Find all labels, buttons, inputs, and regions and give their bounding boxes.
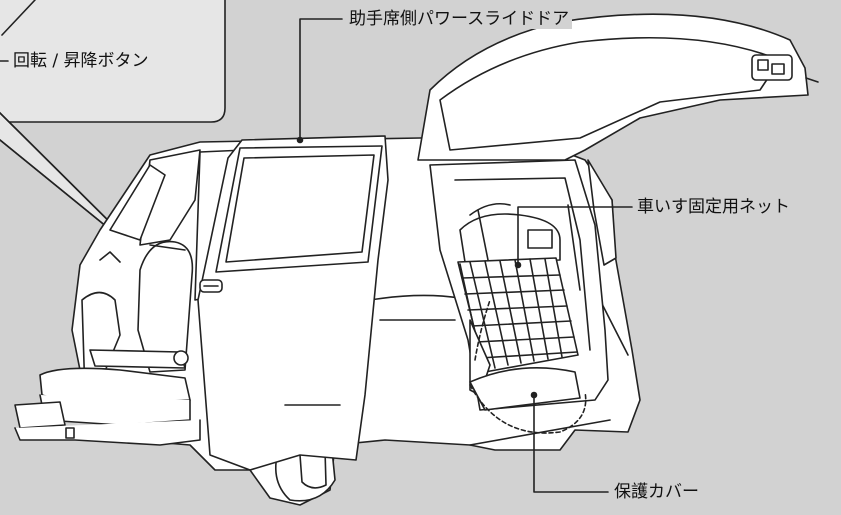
leader-lines — [0, 18, 633, 493]
swivel-seat — [14, 240, 201, 446]
leader-cover — [533, 394, 609, 493]
power-slide-door — [197, 135, 389, 471]
protective-cover — [469, 299, 587, 434]
power-slide-door-label: 助手席側パワースライドドア — [346, 9, 573, 29]
protective-cover-label: 保護カバー — [611, 482, 702, 502]
wheelchair-net — [457, 257, 579, 396]
tailgate — [417, 13, 819, 161]
rotate-lift-button-label: 回転 / 昇降ボタン — [13, 51, 149, 71]
leader-door — [299, 18, 343, 141]
wheelchair-net-label: 車いす固定用ネット — [634, 197, 793, 217]
leader-net — [517, 206, 633, 266]
